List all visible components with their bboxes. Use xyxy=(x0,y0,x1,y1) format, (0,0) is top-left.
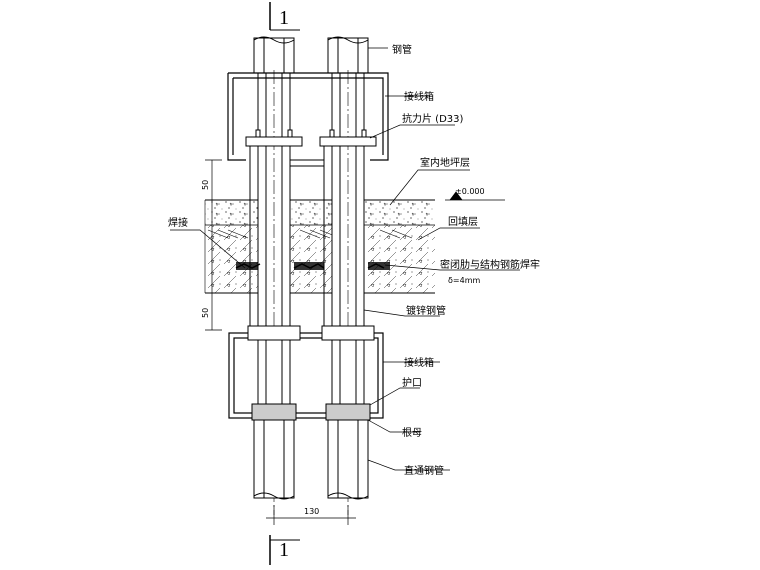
dimension-left: 50 50 xyxy=(201,159,222,331)
label-through-pipe: 直通钢管 xyxy=(404,464,444,477)
junction-box-top xyxy=(227,72,389,161)
label-backfill: 回填层 xyxy=(448,215,478,228)
dimension-bottom: 130 xyxy=(266,505,356,525)
label-galvanized-pipe: 镀锌钢管 xyxy=(406,304,446,317)
section-number-bottom: 1 xyxy=(279,539,289,561)
dim-upper-50: 50 xyxy=(201,180,210,190)
junction-box-bottom xyxy=(228,332,384,419)
pipe-right xyxy=(327,36,369,515)
label-weld: 焊接 xyxy=(168,216,188,229)
pipe-left xyxy=(253,36,295,515)
floor-slab xyxy=(204,199,435,294)
label-thickness: δ=4mm xyxy=(448,276,480,285)
section-number-top: 1 xyxy=(279,7,289,29)
leader-lines xyxy=(170,47,520,471)
label-indoor-floor: 室内地坪层 xyxy=(420,156,470,169)
section-mark-bottom: 1 xyxy=(269,535,300,565)
label-seal-rib: 密闭肋与结构钢筋焊牢 xyxy=(440,258,540,271)
label-anchor-plate: 抗力片 (D33) xyxy=(402,112,464,125)
dim-lower-50: 50 xyxy=(201,308,210,318)
label-junction-box-bottom: 接线箱 xyxy=(404,356,434,369)
label-steel-pipe: 钢管 xyxy=(392,43,412,56)
section-mark-top: 1 xyxy=(269,2,300,31)
label-junction-box-top: 接线箱 xyxy=(404,90,434,103)
guard-nuts xyxy=(247,325,375,421)
label-root-nut: 根母 xyxy=(402,426,422,439)
dim-130: 130 xyxy=(304,507,319,516)
elevation-mark: ±0.000 xyxy=(445,187,505,201)
label-guard: 护口 xyxy=(402,376,422,389)
elevation-label: ±0.000 xyxy=(455,187,485,196)
seal-weld-ring xyxy=(235,262,390,270)
